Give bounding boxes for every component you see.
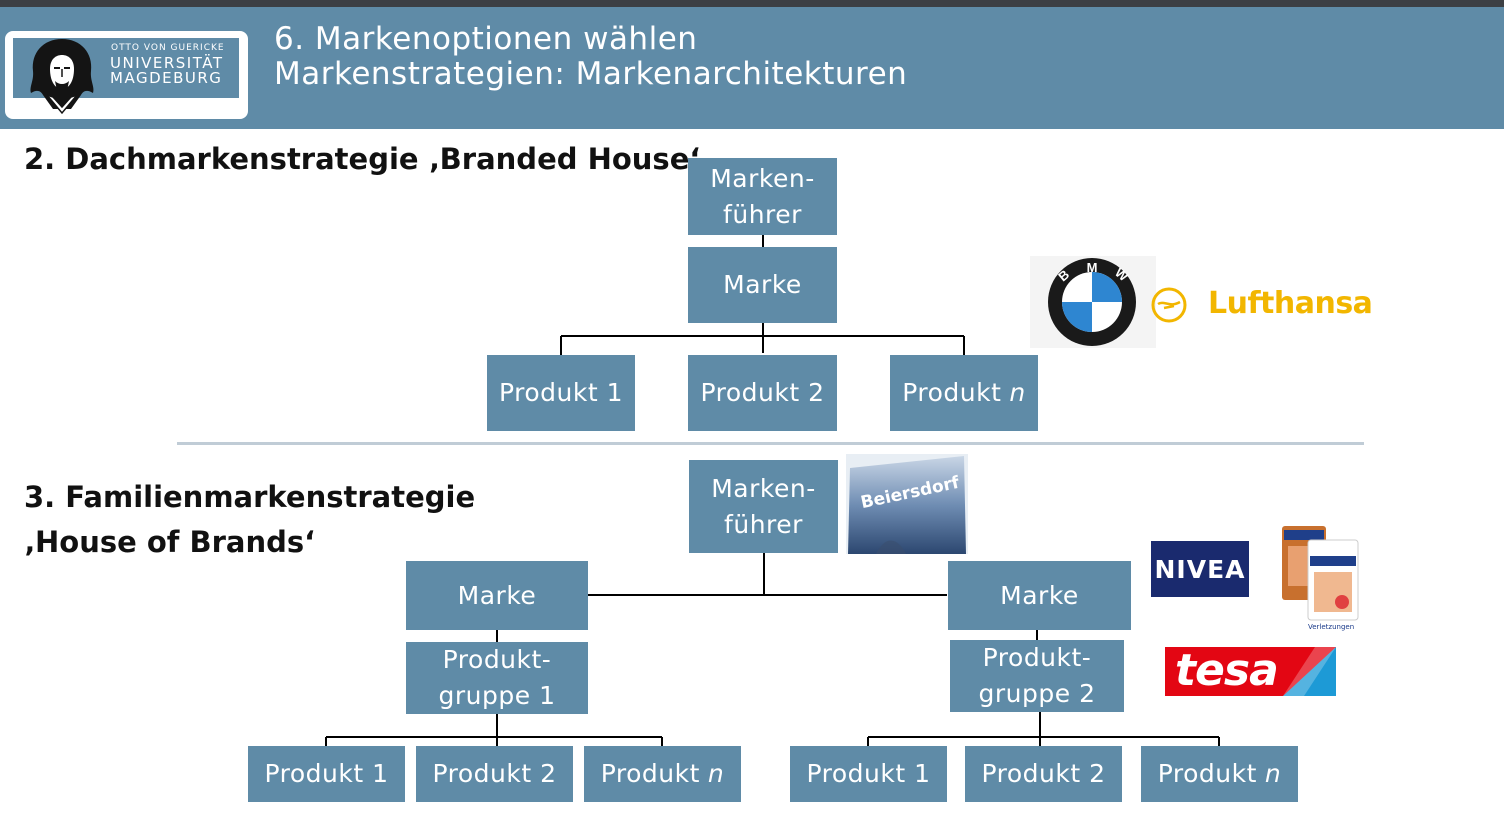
slide-header: OTTO VON GUERICKE UNIVERSITÄT MAGDEBURG … xyxy=(0,7,1504,129)
s3-gruppe2-line1: Produkt- xyxy=(982,643,1092,672)
s3-marke-right-box: Marke xyxy=(948,561,1131,630)
hansaplast-caption: Verletzungen xyxy=(1308,623,1355,631)
section3-heading-line1: 3. Familienmarkenstrategie xyxy=(24,480,476,514)
s2-produktn-suffix: n xyxy=(1009,378,1026,407)
lufthansa-crane-icon xyxy=(1151,287,1187,323)
slide-title-line1: 6. Markenoptionen wählen xyxy=(274,21,698,57)
s3-markenfuehrer-line1: Marken- xyxy=(711,473,816,503)
lufthansa-wordmark: Lufthansa xyxy=(1208,286,1373,321)
bmw-logo: M B W xyxy=(1030,256,1156,348)
s2-markenfuehrer-line1: Marken- xyxy=(710,163,815,193)
s3-g2-produkt2-box: Produkt 2 xyxy=(965,746,1122,802)
s2-produktn-prefix: Produkt xyxy=(902,378,1002,407)
s3-g2-produktn-prefix: Produkt xyxy=(1157,759,1257,788)
s3-g1-produkt1-box: Produkt 1 xyxy=(248,746,405,802)
s3-g1-produktn-suffix: n xyxy=(707,759,725,788)
tesa-wordmark: tesa xyxy=(1175,645,1279,696)
university-logo: OTTO VON GUERICKE UNIVERSITÄT MAGDEBURG xyxy=(5,31,248,119)
section-divider xyxy=(177,442,1364,445)
s3-markenfuehrer-line2: führer xyxy=(724,509,803,539)
s3-g1-produkt2-box: Produkt 2 xyxy=(416,746,573,802)
logo-text-line2: UNIVERSITÄT xyxy=(110,54,224,72)
tesa-logo xyxy=(1165,647,1336,696)
nivea-logo: NIVEA xyxy=(1151,541,1249,597)
s2-markenfuehrer-box: Marken- führer xyxy=(688,158,837,235)
s3-g1-produktn-prefix: Produkt xyxy=(600,759,700,788)
logo-text-line1: OTTO VON GUERICKE xyxy=(111,43,225,53)
hansaplast-package-image xyxy=(1282,526,1359,621)
guericke-portrait-icon xyxy=(30,39,94,115)
s2-markenfuehrer-line2: führer xyxy=(723,199,802,229)
s3-produktgruppe2-box: Produkt- gruppe 2 xyxy=(950,640,1124,712)
s2-produkt2-box: Produkt 2 xyxy=(688,355,837,431)
beiersdorf-building-image xyxy=(846,454,968,554)
s3-gruppe1-line1: Produkt- xyxy=(442,645,552,674)
svg-text:M: M xyxy=(1087,260,1098,275)
section2-heading: 2. Dachmarkenstrategie ‚Branded House‘ xyxy=(24,142,701,176)
s2-marke-box: Marke xyxy=(688,247,837,323)
s3-g2-produktn-suffix: n xyxy=(1264,759,1282,788)
s3-produktgruppe1-box: Produkt- gruppe 1 xyxy=(406,642,588,714)
s3-g2-produkt1-box: Produkt 1 xyxy=(790,746,947,802)
section3-heading-line2: ‚House of Brands‘ xyxy=(24,525,316,559)
window-top-strip xyxy=(0,0,1504,7)
s3-markenfuehrer-box: Marken- führer xyxy=(689,460,838,553)
s3-gruppe2-line2: gruppe 2 xyxy=(978,679,1096,708)
slide-title-line2: Markenstrategien: Markenarchitekturen xyxy=(274,56,908,92)
s3-marke-left-box: Marke xyxy=(406,561,588,630)
s3-gruppe1-line2: gruppe 1 xyxy=(438,681,556,710)
s2-produkt1-box: Produkt 1 xyxy=(487,355,635,431)
logo-text-line3: MAGDEBURG xyxy=(110,69,223,87)
